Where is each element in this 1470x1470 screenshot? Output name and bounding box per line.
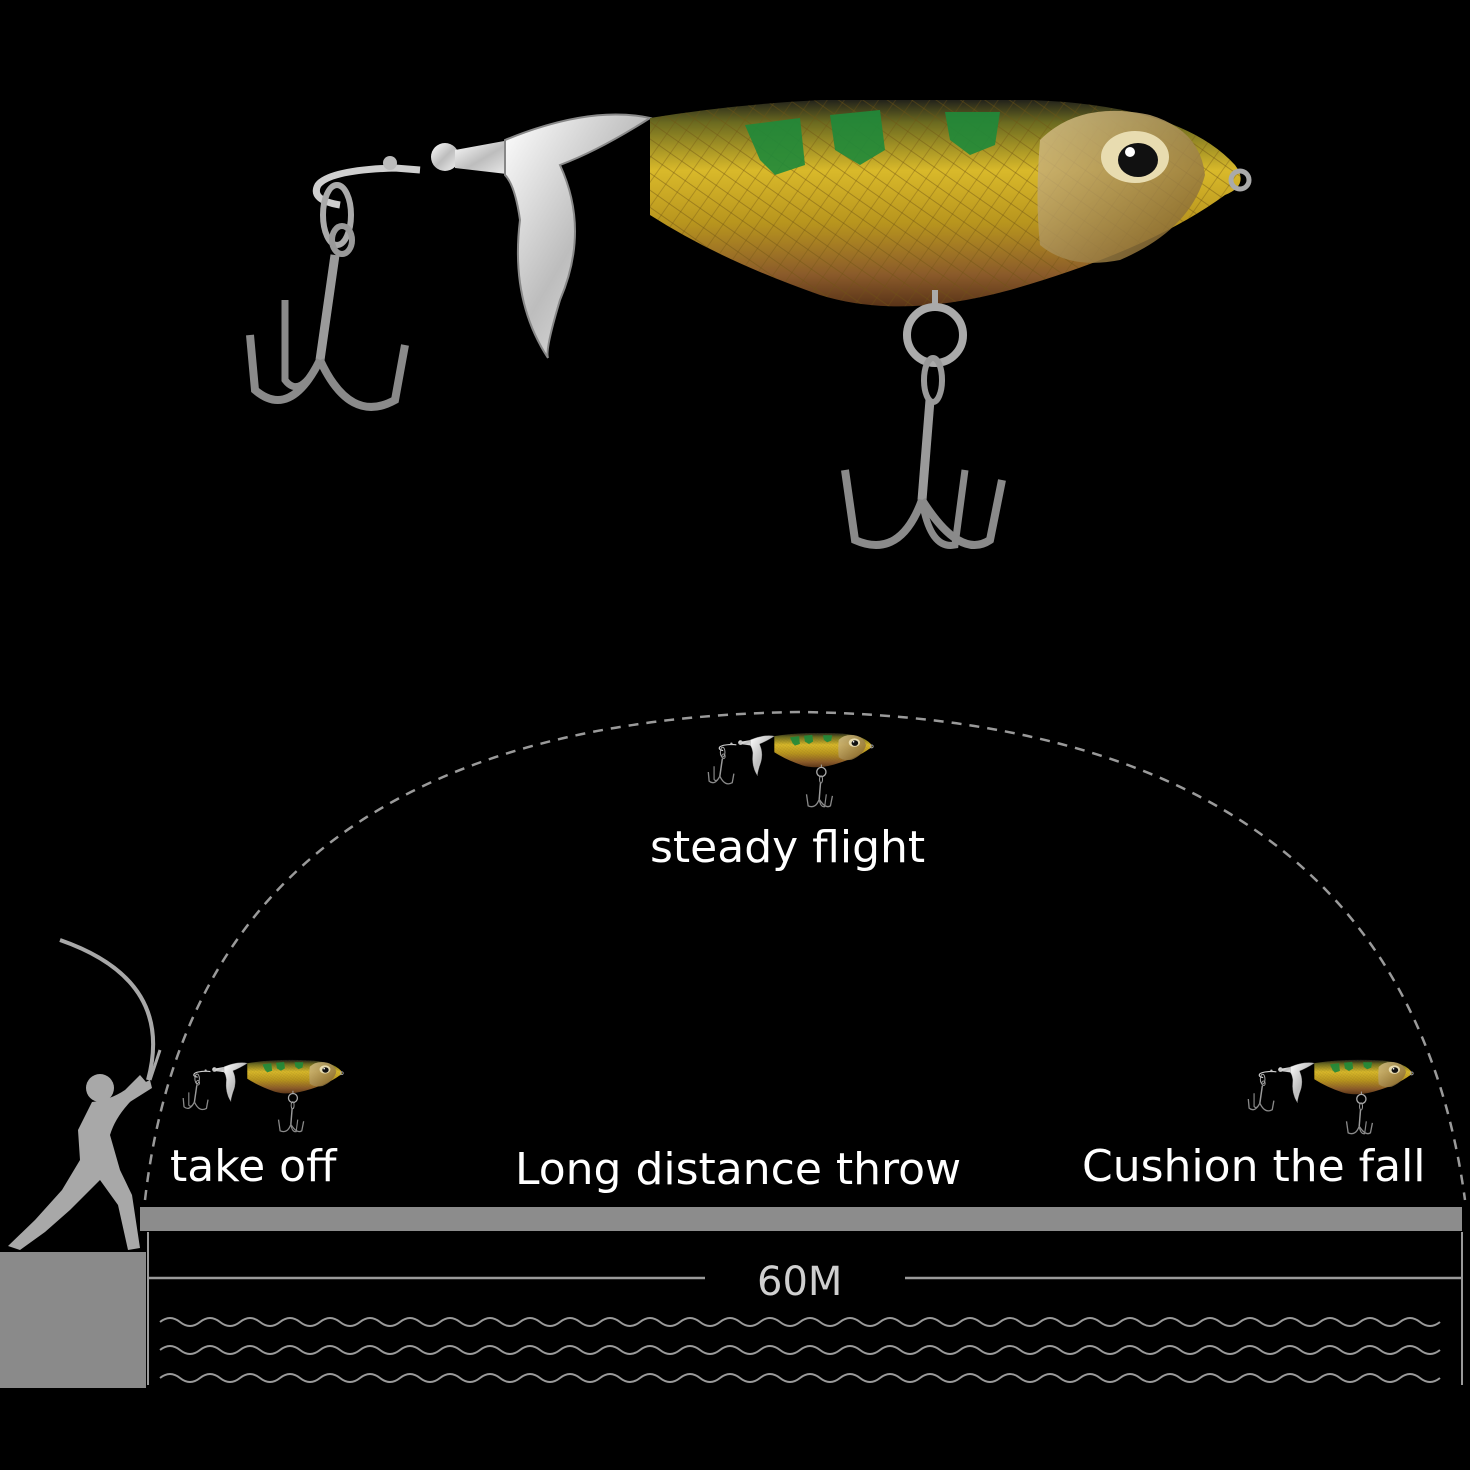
pier-block [0,1252,146,1388]
take-off-label: take off [170,1141,337,1192]
angler-silhouette-icon [8,1074,152,1250]
fishing-lure-icon [250,97,1249,545]
steady-flight-label: steady flight [650,822,926,873]
water-waves-icon [159,1317,1441,1383]
cast-distance-bar [140,1207,1462,1231]
long-distance-label: Long distance throw [515,1144,962,1195]
fishing-rod [59,938,156,1081]
lure-steady-flight-icon [707,733,874,808]
lure-cushion-icon [1247,1058,1414,1135]
distance-value: 60M [757,1259,843,1305]
flight-path-arc [143,710,1467,1201]
cushion-label: Cushion the fall [1082,1141,1426,1192]
lure-take-off-icon [182,1059,345,1133]
